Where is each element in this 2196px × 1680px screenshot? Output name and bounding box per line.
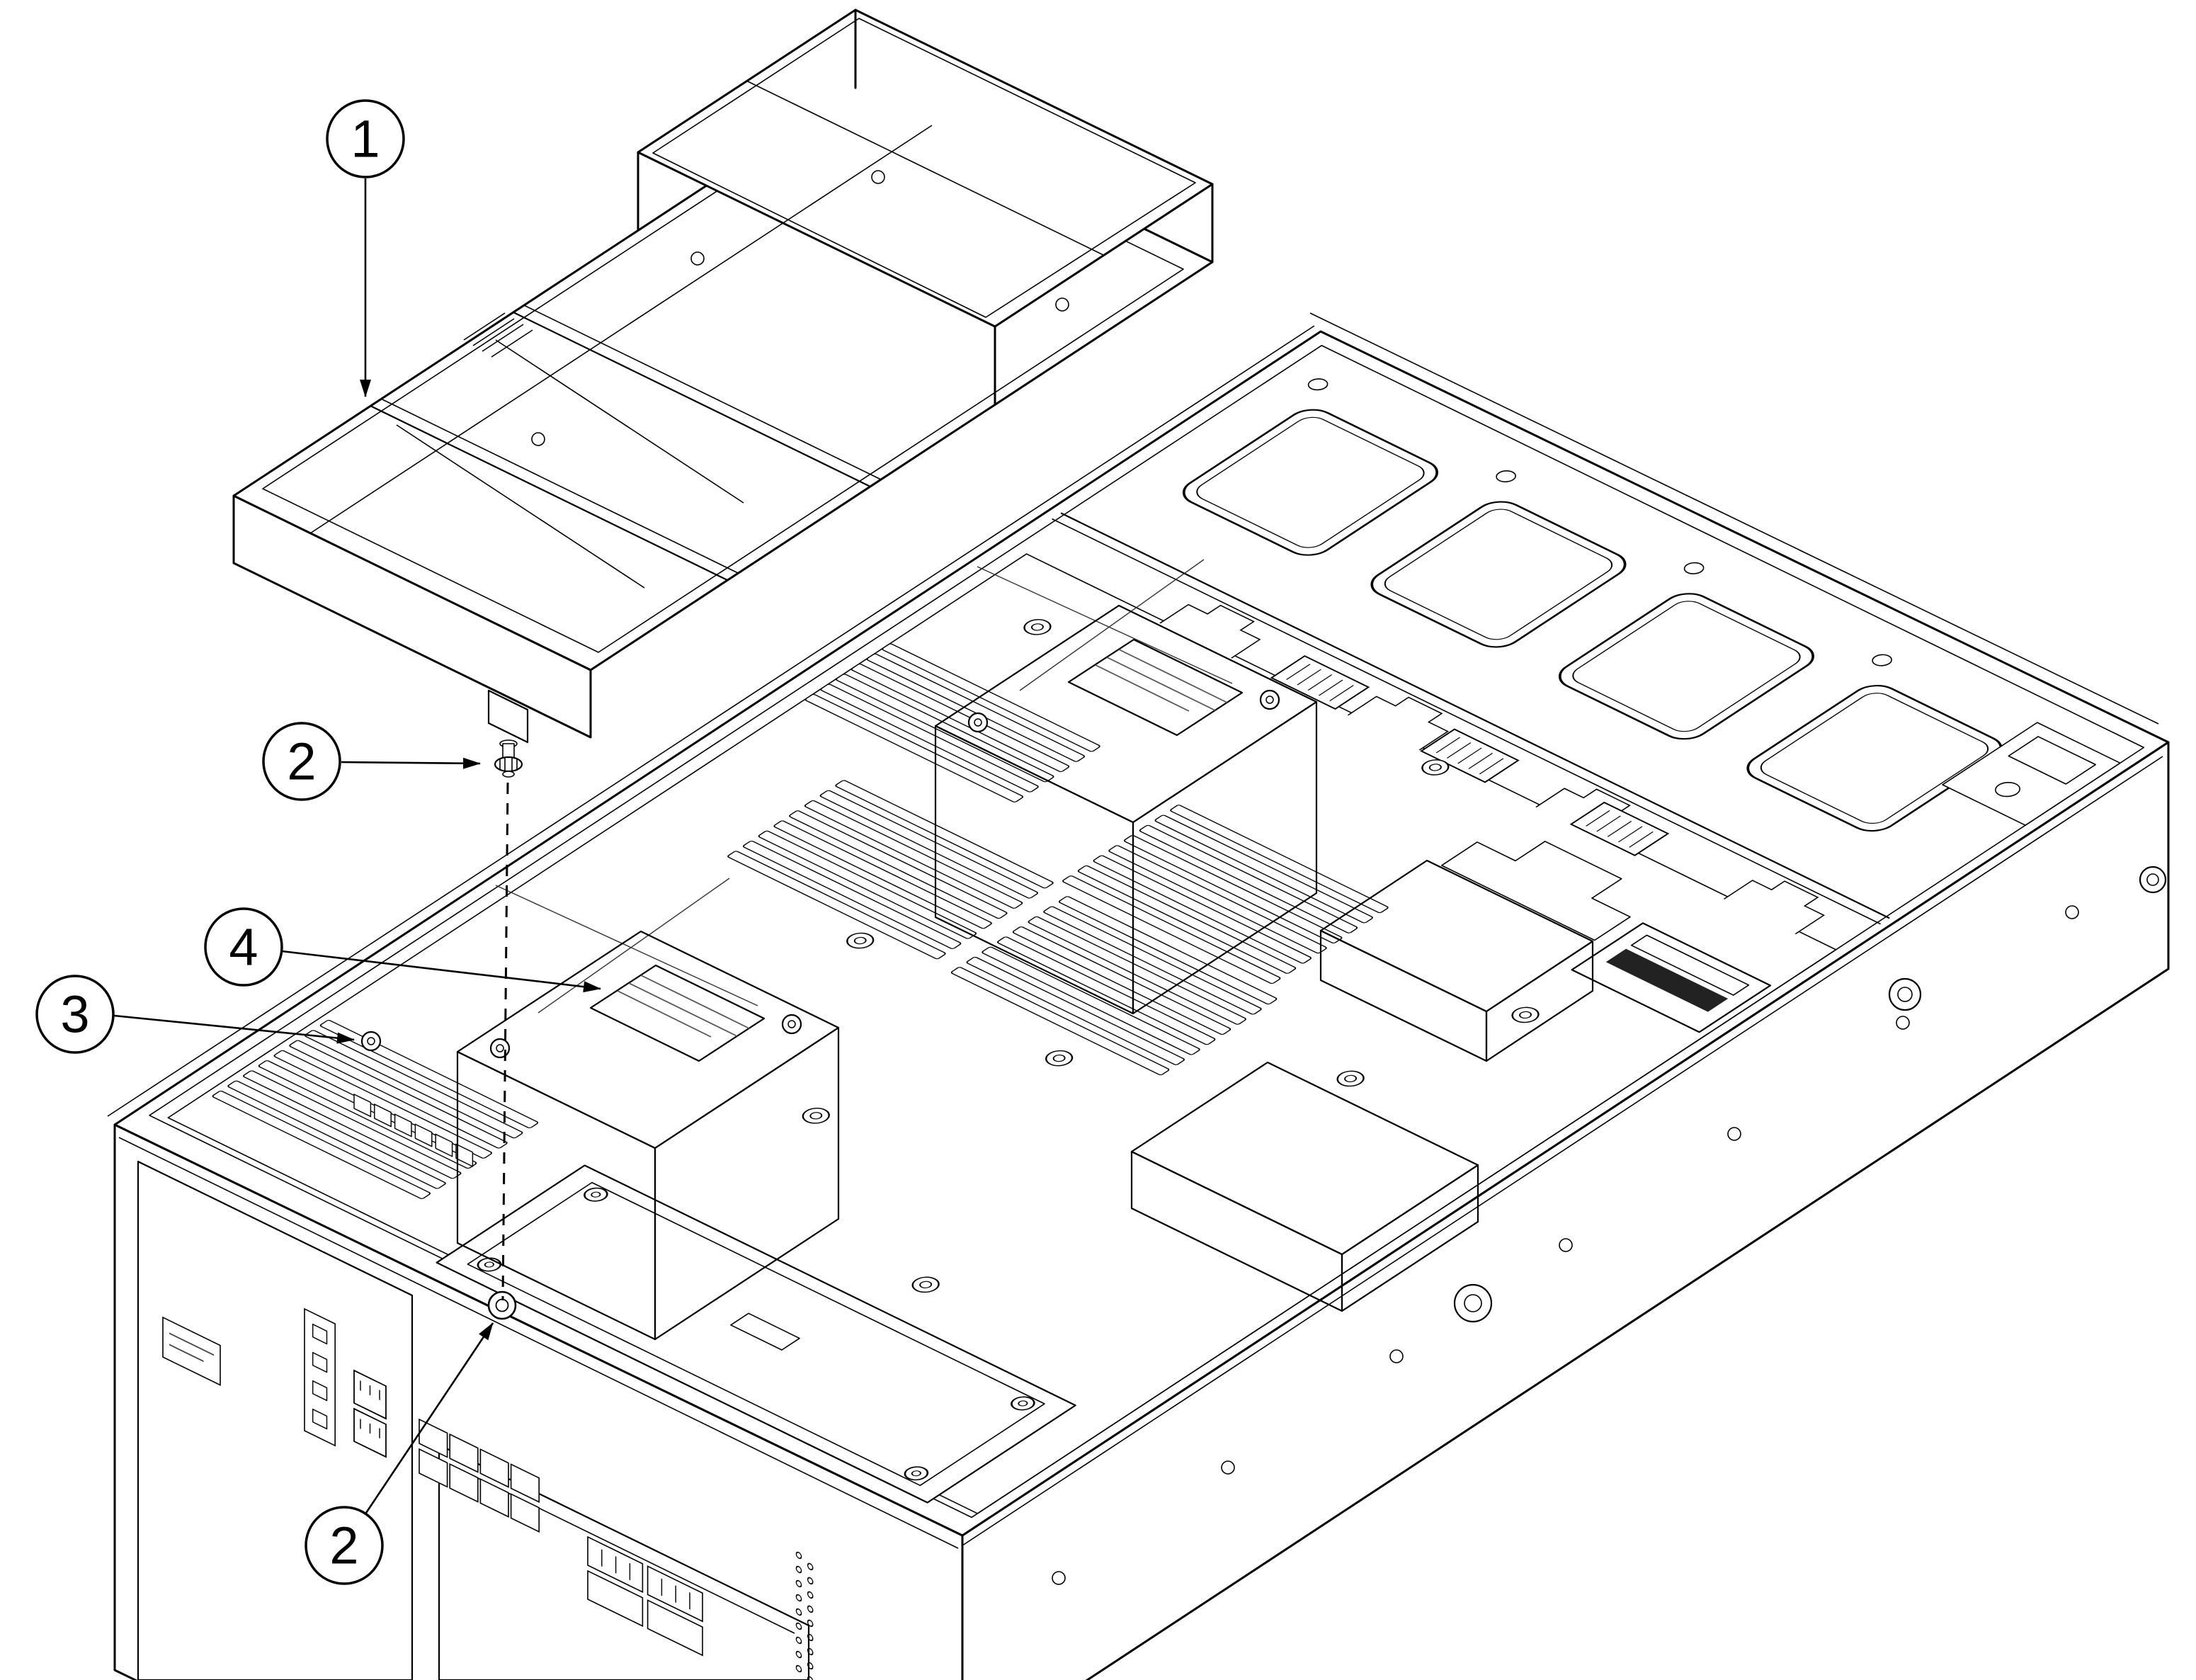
- baffle-dividers: [309, 125, 933, 589]
- callout-4: 4: [204, 907, 601, 993]
- baffle-vent-hatch: [463, 312, 533, 358]
- callout-2-bottom-label: 2: [329, 1516, 358, 1575]
- qsfp-port-block: [587, 1536, 703, 1657]
- callout-2-top: 2: [262, 722, 481, 801]
- cpu-heatsink-2: [934, 604, 1318, 1015]
- front-led-column: [304, 1307, 336, 1447]
- support-bracket: [1442, 823, 1660, 941]
- front-label-plate: [162, 1316, 221, 1386]
- mezzanine-connector: [1572, 923, 1770, 1032]
- baffle-mount-screw: [360, 1031, 382, 1052]
- heatsink-label: [1067, 638, 1244, 737]
- sfp-port-block: [419, 1418, 540, 1533]
- callout-1: 1: [326, 99, 405, 397]
- board-truss-lines: [495, 559, 1233, 1014]
- ethernet-ports: [353, 1369, 387, 1458]
- thumbscrew-standoff: [487, 1290, 517, 1320]
- air-baffle: [232, 8, 1214, 739]
- front-vent-perforation: [137, 1160, 414, 1680]
- internal-connector-row: [353, 1094, 474, 1167]
- callout-4-label: 4: [229, 918, 258, 977]
- callout-1-label: 1: [351, 110, 380, 169]
- callout-3: 3: [35, 975, 355, 1054]
- chassis-left-flange: [107, 325, 1315, 1117]
- rear-latch-module: [1942, 722, 2120, 825]
- baffle-foot-bracket: [487, 689, 529, 744]
- callout-2-top-label: 2: [287, 732, 316, 791]
- low-profile-heatsink-1: [1130, 1061, 1479, 1312]
- chassis-rear-flange: [1309, 312, 2159, 725]
- chassis-right-wall: [957, 741, 2170, 1680]
- thumbscrew: [487, 689, 529, 778]
- thumbscrew-head: [494, 756, 523, 773]
- callout-3-label: 3: [60, 985, 89, 1044]
- cpu-heatsink-1: [456, 930, 840, 1341]
- chassis-interior: [140, 344, 2147, 1523]
- callouts: 1 2 3 4 2: [35, 99, 601, 1585]
- callout-2-bottom: 2: [305, 1322, 494, 1585]
- alignment-dashed-line: [501, 782, 509, 1301]
- baffle-front-wall: [232, 494, 592, 739]
- right-wall-handle-hole: [1453, 865, 2167, 1323]
- module-bay-tray: [437, 1165, 1076, 1502]
- baffle-rear-box: [637, 8, 1214, 406]
- heatsink-label: [589, 964, 766, 1062]
- low-profile-heatsink-2: [1319, 859, 1594, 1062]
